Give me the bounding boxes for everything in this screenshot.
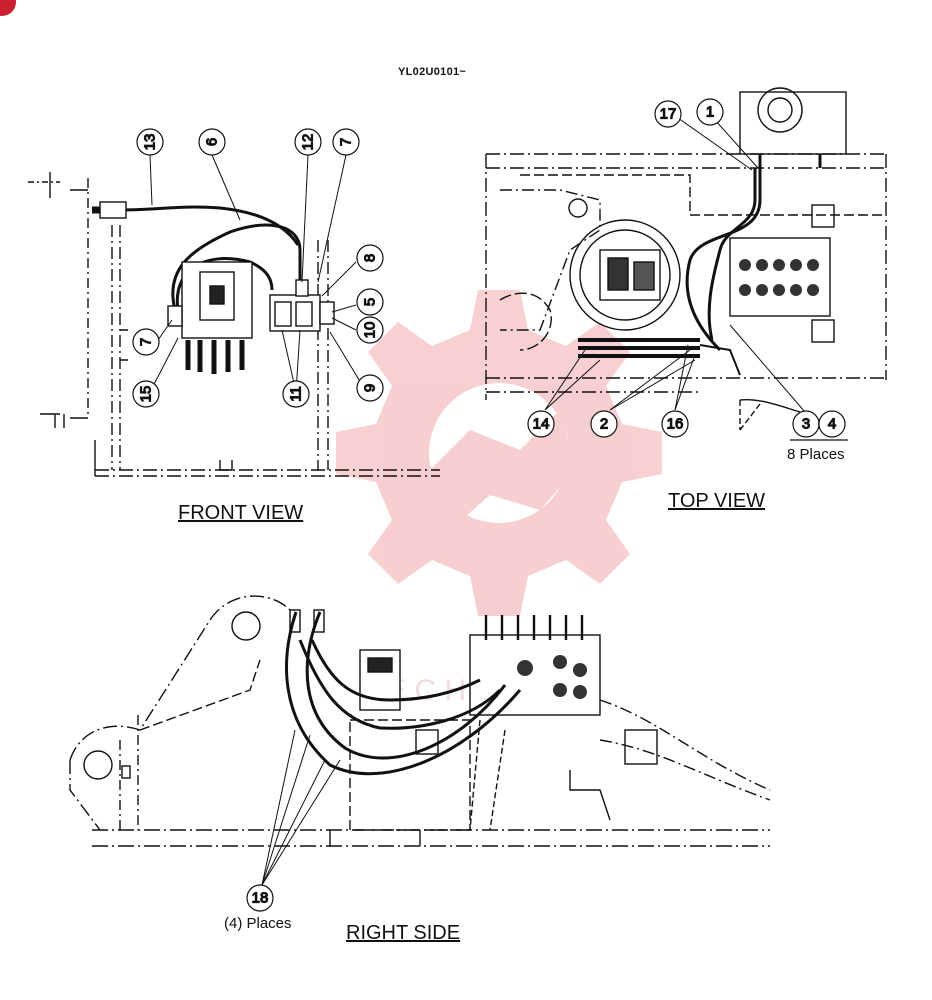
svg-text:12: 12 [300,134,317,151]
top-quantity-note: 8 Places [787,446,845,463]
svg-text:18: 18 [252,890,269,907]
page-corner-marker [0,0,16,16]
svg-text:3: 3 [802,416,810,433]
svg-text:9: 9 [362,384,379,392]
right-side-drawing [69,595,771,847]
callout-8: 8 [356,244,384,272]
svg-text:6: 6 [204,138,221,146]
callout-16: 16 [661,410,689,438]
svg-text:15: 15 [138,386,155,403]
svg-text:2: 2 [600,416,608,433]
svg-text:17: 17 [660,106,677,123]
callout-17: 17 [654,100,682,128]
svg-text:5: 5 [362,298,379,306]
callout-2: 2 [590,410,618,438]
svg-text:7: 7 [338,138,355,146]
front-view-callouts: 13 6 12 7 8 5 10 7 15 11 9 [132,128,384,408]
side-quantity-note: (4) Places [224,915,292,932]
callout-10: 10 [356,316,384,344]
svg-text:10: 10 [362,322,379,339]
front-view-leaders [149,154,365,393]
callout-15: 15 [132,380,160,408]
svg-text:11: 11 [288,386,305,402]
svg-text:8: 8 [362,254,379,262]
callout-6: 6 [198,128,226,156]
callout-13: 13 [136,128,164,156]
svg-text:7: 7 [138,338,155,346]
svg-text:14: 14 [533,416,550,433]
front-view-drawing [28,172,440,477]
callout-7-top: 7 [332,128,360,156]
svg-text:13: 13 [142,134,159,151]
callout-1: 1 [696,98,724,126]
callout-12: 12 [294,128,322,156]
svg-text:1: 1 [706,104,714,121]
top-view-drawing [485,87,887,431]
svg-text:4: 4 [828,416,836,433]
callout-11: 11 [282,380,310,408]
right-side-leaders [261,729,341,886]
drawing-code: YL02U0101~ [398,66,467,78]
svg-text:16: 16 [667,416,684,433]
right-side-title: RIGHT SIDE [346,922,461,944]
callout-9: 9 [356,374,384,402]
top-view-title: TOP VIEW [668,490,766,512]
top-view-callouts: 17 1 14 2 16 3 4 [527,98,848,441]
callout-14: 14 [527,410,555,438]
callout-3: 3 [792,410,820,438]
right-side-callouts: 18 [246,884,274,912]
callout-4: 4 [818,410,846,438]
front-view-title: FRONT VIEW [178,502,304,524]
top-view-leaders [544,117,806,413]
callout-18: 18 [246,884,274,912]
callout-5: 5 [356,288,384,316]
callout-7-left: 7 [132,328,160,356]
